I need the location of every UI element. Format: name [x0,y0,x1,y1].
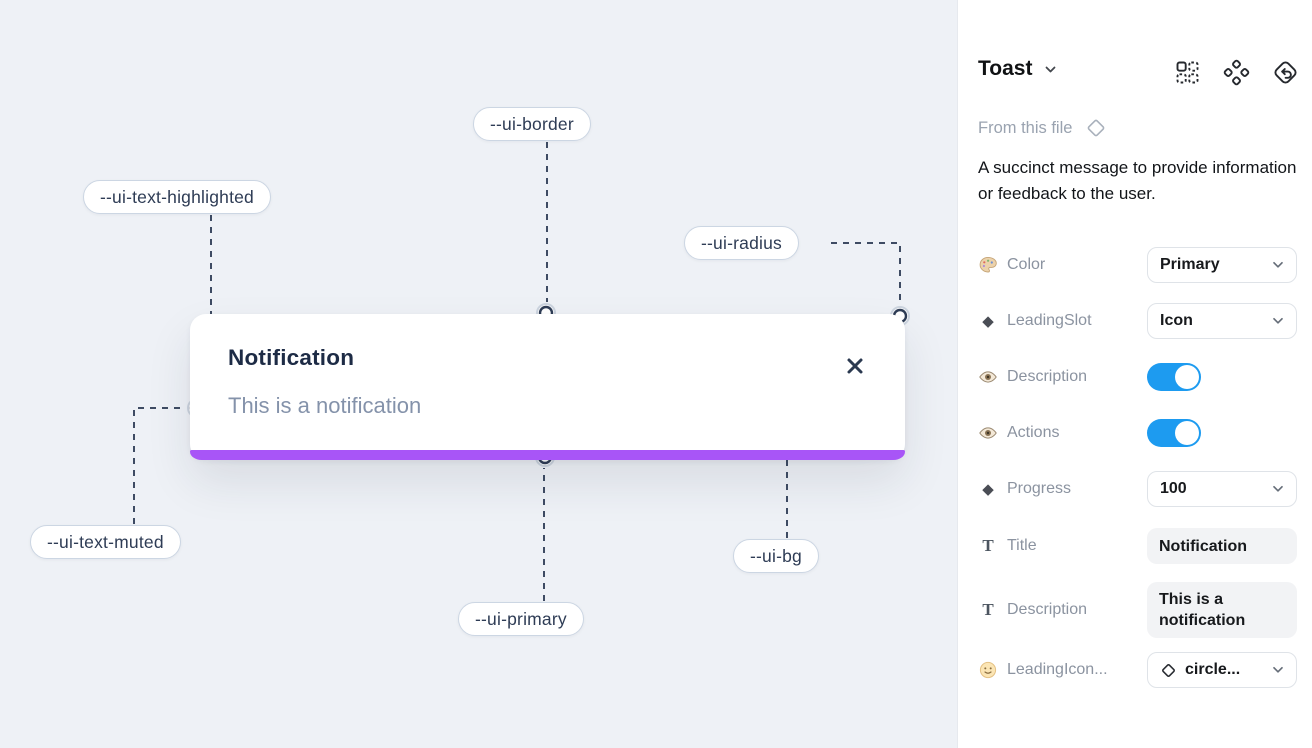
property-row-actions-toggle: Actions [978,415,1297,451]
source-label: From this file [978,118,1073,137]
property-label: Progress [1007,480,1072,497]
property-row-description-toggle: Description [978,359,1297,395]
dropdown-value: Primary [1160,256,1220,273]
label-ui-text-highlighted[interactable]: --ui-text-highlighted [83,180,271,214]
progress-dropdown[interactable]: 100 [1147,471,1297,507]
component-icon[interactable] [1223,59,1250,86]
line-ui-text-muted [133,407,186,524]
description-toggle[interactable] [1147,363,1201,391]
component-name: Toast [978,57,1033,80]
properties-panel: Toast Fr [957,0,1312,748]
return-to-component-icon[interactable] [1272,59,1299,86]
palette-icon [978,255,998,275]
chevron-down-icon [1273,666,1283,673]
diamond-icon: ◆ [982,313,994,330]
property-row-progress: ◆ Progress 100 [978,471,1297,507]
text-icon: T [982,600,994,619]
label-ui-bg[interactable]: --ui-bg [733,539,819,573]
property-label: Color [1007,256,1046,273]
leadingslot-dropdown[interactable]: Icon [1147,303,1297,339]
text-icon: T [982,536,994,555]
chevron-down-icon [1273,485,1283,492]
property-label: Title [1007,537,1037,554]
label-ui-text-muted[interactable]: --ui-text-muted [30,525,181,559]
color-dropdown[interactable]: Primary [1147,247,1297,283]
component-description: A succinct message to provide informatio… [978,158,1297,203]
property-row-description-text: T Description This is a notification [978,577,1297,643]
property-label: LeadingSlot [1007,312,1092,329]
toast-description: This is a notification [228,393,422,418]
property-label: Description [1007,368,1088,385]
toggle-knob [1175,421,1199,445]
actions-toggle[interactable] [1147,419,1201,447]
swap-instance-icon[interactable] [1174,59,1201,86]
property-label: Actions [1007,424,1060,441]
property-row-leadingicon: LeadingIcon... circle... [978,652,1297,688]
dropdown-value: Icon [1160,312,1193,329]
property-row-color: Color Primary [978,247,1297,283]
toast-preview-card[interactable]: Notification This is a notification [190,314,905,460]
label-ui-radius[interactable]: --ui-radius [684,226,799,260]
smiley-icon [978,660,998,680]
chevron-down-icon [1273,261,1283,268]
dropdown-value: circle... [1185,661,1241,678]
chevron-down-icon [1273,317,1283,324]
eye-icon [978,367,998,387]
dropdown-value: 100 [1160,480,1187,497]
description-field[interactable]: This is a notification [1147,582,1297,638]
toast-progress-bar [190,450,905,460]
property-label: Description [1007,601,1088,618]
diamond-outline-icon [1162,663,1175,677]
diamond-icon: ◆ [982,481,994,498]
eye-icon [978,423,998,443]
leadingicon-dropdown[interactable]: circle... [1147,652,1297,688]
line-ui-radius [831,242,901,304]
label-ui-border[interactable]: --ui-border [473,107,591,141]
component-selector[interactable]: Toast [978,57,1057,81]
chevron-down-icon [1046,66,1056,72]
canvas[interactable]: Notification This is a notification --ui… [0,0,957,748]
diamond-outline-icon [1088,119,1105,137]
property-label: LeadingIcon... [1007,661,1108,678]
close-icon[interactable] [844,355,866,377]
label-ui-primary[interactable]: --ui-primary [458,602,584,636]
title-field[interactable]: Notification [1147,528,1297,564]
toggle-knob [1175,365,1199,389]
property-row-leadingslot: ◆ LeadingSlot Icon [978,303,1297,339]
property-row-title: T Title Notification [978,528,1297,564]
toast-title: Notification [228,345,355,370]
